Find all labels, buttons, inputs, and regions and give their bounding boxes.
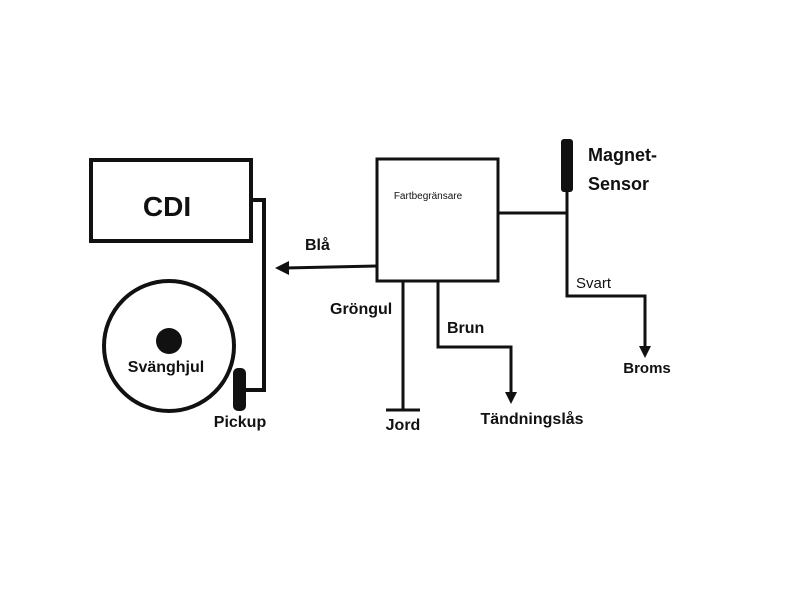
brake-label: Broms xyxy=(623,360,671,377)
brown-wire-arrowhead xyxy=(505,392,517,404)
speed-limiter-label: Fartbegränsare xyxy=(394,191,463,202)
cdi-pickup-wire xyxy=(246,198,266,392)
black-wire-label: Svart xyxy=(576,275,612,292)
blue-wire xyxy=(284,264,378,270)
pickup-sensor xyxy=(233,368,246,411)
green-yellow-wire-label: Gröngul xyxy=(330,301,392,318)
pickup-label: Pickup xyxy=(214,414,267,431)
magnet-sensor-label-line2: Sensor xyxy=(588,174,649,194)
cdi-label: CDI xyxy=(143,191,191,222)
ground-label: Jord xyxy=(386,417,421,434)
black-wire xyxy=(565,213,647,350)
magnet-sensor-label-line1: Magnet- xyxy=(588,145,657,165)
brown-wire xyxy=(436,281,513,396)
speed-limiter-box xyxy=(375,157,500,283)
magnet-sensor xyxy=(561,139,573,192)
flywheel-hub xyxy=(156,328,182,354)
flywheel-label: Svänghjul xyxy=(128,359,204,376)
blue-wire-arrowhead xyxy=(275,261,289,275)
brown-wire-label: Brun xyxy=(447,320,484,337)
cdi-box xyxy=(89,158,253,243)
ignition-lock-label: Tändningslås xyxy=(480,410,583,428)
blue-wire-label: Blå xyxy=(305,236,330,254)
black-wire-arrowhead xyxy=(639,346,651,358)
